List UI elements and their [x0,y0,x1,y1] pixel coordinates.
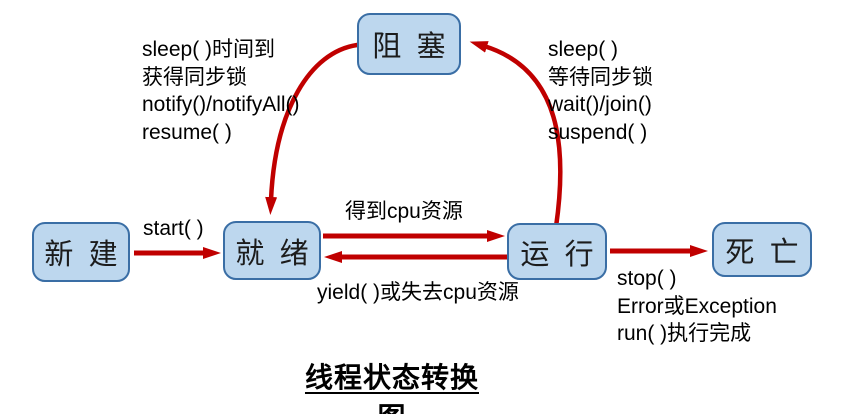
label-ready-to-running: 得到cpu资源 [345,200,463,223]
label-line: 等待同步锁 [548,65,653,89]
label-blocked-to-ready: sleep( )时间到 获得同步锁 notify()/notifyAll() r… [142,36,300,146]
label-line: resume( ) [142,120,232,144]
state-box-new: 新 建 [32,222,130,282]
label-new-to-ready: start( ) [143,217,204,240]
label-line: sleep( ) [548,38,619,61]
state-label-blocked: 阻 塞 [372,31,446,63]
label-line: suspend( ) [548,120,648,144]
state-label-dead: 死 亡 [725,236,799,269]
state-label-new: 新 建 [44,239,118,271]
label-running-to-ready: yield( )或失去cpu资源 [317,281,519,304]
label-line: sleep( )时间到 [142,38,276,61]
state-box-ready: 就 绪 [223,221,321,280]
label-line: wait()/join() [548,93,652,116]
label-line: 获得同步锁 [142,65,247,89]
label-line: run( )执行完成 [617,322,752,345]
state-box-dead: 死 亡 [712,222,812,277]
state-box-blocked: 阻 塞 [357,13,461,75]
label-running-to-dead: stop( ) Error或Exception run( )执行完成 [617,265,777,348]
arrow-blocked-to-ready [265,42,360,215]
state-box-running: 运 行 [507,223,607,280]
label-line: notify()/notifyAll() [142,93,300,116]
arrow-running-to-blocked [469,41,563,230]
label-running-to-blocked: sleep( ) 等待同步锁 wait()/join() suspend( ) [548,36,653,146]
label-line: Error或Exception [617,294,777,318]
state-label-ready: 就 绪 [235,237,309,270]
diagram-title: 线程状态转换图 [304,363,479,414]
state-label-running: 运 行 [520,238,594,271]
label-line: stop( ) [617,267,677,290]
